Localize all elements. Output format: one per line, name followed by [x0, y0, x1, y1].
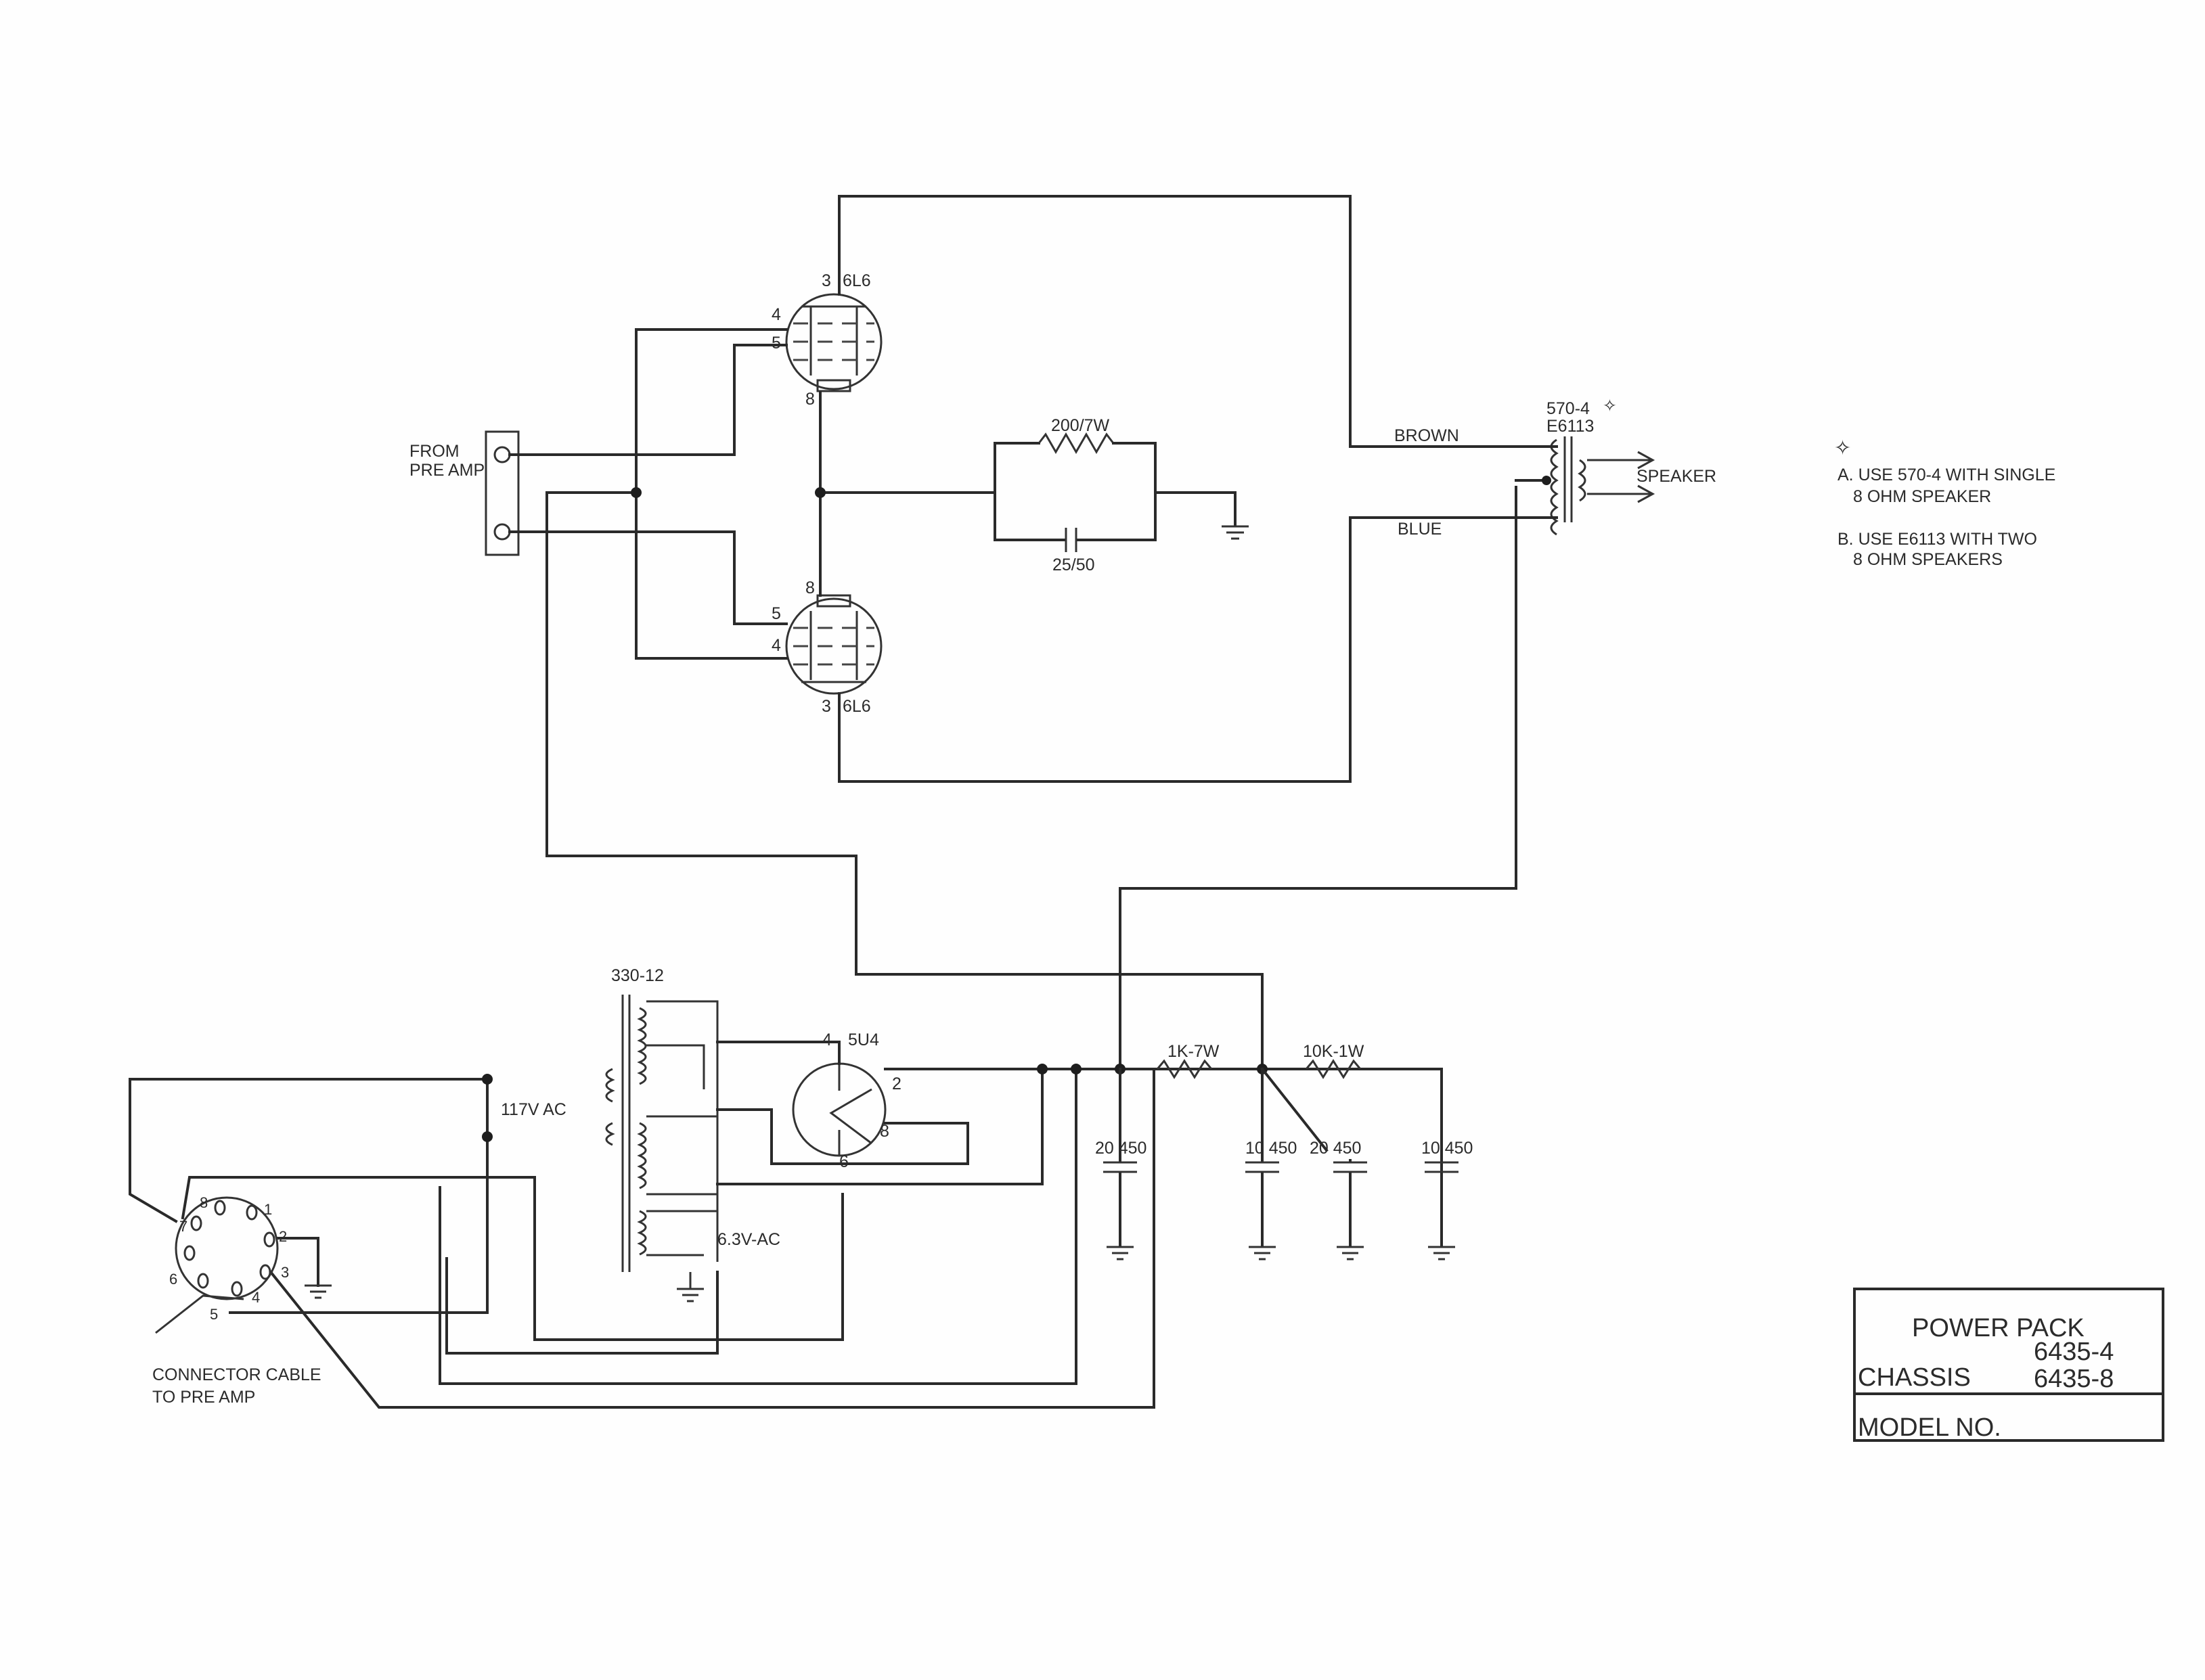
cathode-capacitor-label: 25/50: [1052, 555, 1095, 574]
junction-dot: [815, 487, 826, 498]
mains-label: 117V AC: [501, 1100, 566, 1119]
from-preamp-label-1: FROM: [409, 442, 460, 461]
power-transformer: [605, 995, 719, 1272]
note-a-line-2: 8 OHM SPEAKER: [1853, 487, 1991, 506]
junction-dot: [1037, 1064, 1048, 1074]
note-b-line-1: B. USE E6113 WITH TWO: [1838, 530, 2037, 549]
filter-resistor-2-label: 10K-1W: [1303, 1042, 1364, 1061]
output-transformer-label-2: E6113: [1546, 417, 1594, 436]
lower-tube-pin-4: 4: [772, 636, 781, 655]
ground-icon: [305, 1246, 1455, 1302]
rectifier-5u4-tube: [792, 1062, 887, 1157]
note-a-line-1: A. USE 570-4 WITH SINGLE: [1838, 466, 2055, 484]
upper-tube-pin-4: 4: [772, 305, 781, 324]
from-preamp-label-2: PRE AMP: [409, 461, 485, 480]
rectifier-pin-2: 2: [892, 1074, 901, 1093]
rectifier-type-label: 5U4: [848, 1030, 879, 1049]
title-block-chassis-label: CHASSIS: [1858, 1363, 1971, 1392]
junction-dot: [482, 1074, 493, 1085]
junction-dot: [1071, 1064, 1082, 1074]
star-icon: ✧: [1603, 396, 1617, 415]
lower-tube-pin-3: 3: [822, 697, 831, 716]
filter-resistor-1-label: 1K-7W: [1167, 1042, 1220, 1061]
power-transformer-label: 330-12: [611, 966, 664, 985]
upper-tube-pin-8: 8: [805, 390, 815, 409]
upper-tube-pin-3: 3: [822, 271, 831, 290]
filter-cap-1-label: 20 450: [1095, 1139, 1146, 1158]
filter-cap-3-label: 20 450: [1310, 1139, 1361, 1158]
note-b-line-2: 8 OHM SPEAKERS: [1853, 550, 2003, 569]
rectifier-pin-8: 8: [880, 1122, 889, 1141]
blue-wire-label: BLUE: [1398, 520, 1442, 539]
title-block-chassis-number-1: 6435-4: [2034, 1338, 2114, 1366]
junction-dot: [631, 487, 642, 498]
title-block-heading: POWER PACK: [1912, 1314, 2085, 1342]
lower-tube-type: 6L6: [843, 697, 871, 716]
lower-tube-pin-5: 5: [772, 604, 781, 623]
connector-pin-2: 2: [279, 1228, 287, 1245]
cathode-rc-network: [994, 432, 1249, 552]
connector-pin-5: 5: [210, 1306, 218, 1323]
connector-caption-1: CONNECTOR CABLE: [152, 1365, 321, 1384]
upper-tube-pin-5: 5: [772, 334, 781, 353]
filter-cap-4-label: 10 450: [1421, 1139, 1473, 1158]
connector-pin-4: 4: [252, 1289, 260, 1306]
lower-6l6-tube: [785, 594, 883, 695]
upper-6l6-tube: [785, 293, 883, 392]
title-block-model-label: MODEL NO.: [1858, 1413, 2001, 1442]
output-transformer-label-1: 570-4: [1546, 399, 1590, 418]
connector-caption-2: TO PRE AMP: [152, 1388, 255, 1407]
filter-capacitors: [1103, 1068, 1458, 1246]
brown-wire-label: BROWN: [1394, 426, 1459, 445]
rectifier-pin-6: 6: [839, 1152, 849, 1171]
connector-pointer: [155, 1294, 244, 1334]
connector-pin-7: 7: [179, 1218, 187, 1235]
connector-pin-3: 3: [281, 1264, 289, 1281]
connector-pin-6: 6: [169, 1271, 177, 1288]
connector-pin-1: 1: [264, 1201, 272, 1218]
speaker-label: SPEAKER: [1636, 467, 1716, 486]
input-jack: [485, 430, 520, 556]
heater-label: 6.3V-AC: [717, 1230, 780, 1249]
cathode-resistor-label: 200/7W: [1051, 416, 1110, 435]
lower-tube-pin-8: 8: [805, 578, 815, 597]
connector-pin-8: 8: [200, 1194, 208, 1211]
title-block-chassis-number-2: 6435-8: [2034, 1365, 2114, 1393]
filter-resistors: [1156, 1059, 1362, 1152]
output-transformer: [1515, 436, 1655, 536]
junction-dot: [482, 1131, 493, 1142]
filter-cap-2-label: 10 450: [1245, 1139, 1297, 1158]
upper-tube-type: 6L6: [843, 271, 871, 290]
rectifier-pin-4: 4: [822, 1030, 832, 1049]
octal-connector: [175, 1196, 279, 1300]
title-block: [1853, 1288, 2164, 1442]
star-icon: ✧: [1834, 437, 1851, 459]
supply-wiring: [129, 1041, 1443, 1409]
tube-wiring: [508, 195, 1531, 1070]
